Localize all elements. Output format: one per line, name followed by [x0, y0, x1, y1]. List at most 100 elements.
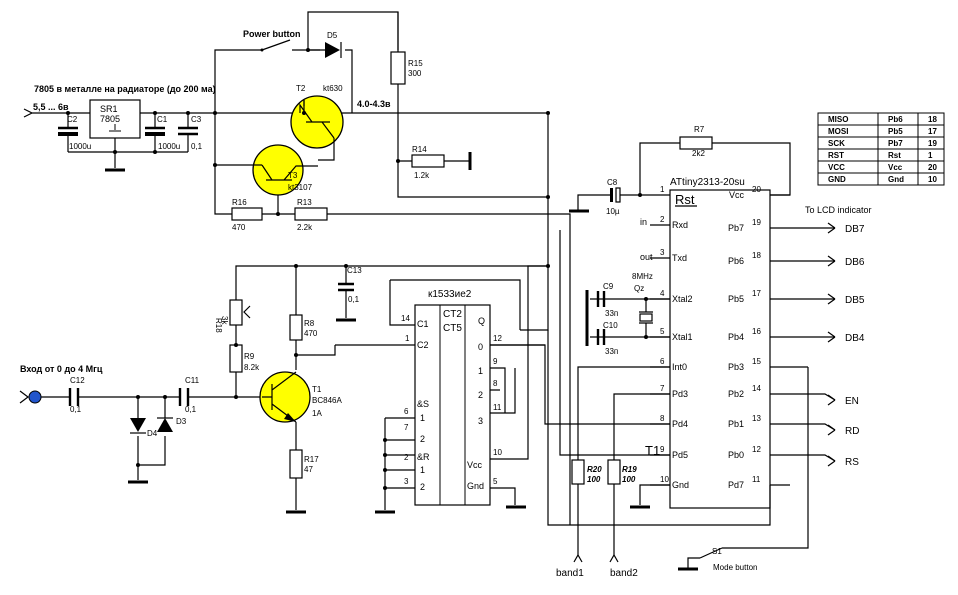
t1-part: BC846A	[312, 396, 342, 405]
c1-label: C1	[157, 115, 168, 124]
t3-part: kt3107	[288, 183, 313, 192]
lcd-net-label: DB7	[845, 224, 865, 235]
counter-pin10: 10	[493, 448, 502, 457]
mcu-pin-label: Vcc	[729, 190, 745, 200]
r17-value: 47	[304, 465, 313, 474]
counter-vcc: Vcc	[467, 460, 483, 470]
c9-c10-plates	[596, 291, 606, 345]
counter-o2: 2	[478, 390, 483, 400]
band2-label: band2	[610, 568, 638, 579]
mcu-pin-label: Pb5	[728, 294, 744, 304]
t1-leads	[262, 371, 297, 423]
supply-input-wire	[23, 108, 90, 118]
mcu-pin-number: 17	[752, 289, 761, 298]
pin-table-cell-box	[817, 136, 879, 150]
mcu-pin-number: 15	[752, 357, 761, 366]
band1-label: band1	[556, 568, 584, 579]
counter-o3: 3	[478, 416, 483, 426]
lcd-net-arrow	[827, 394, 836, 406]
counter-pin14: 14	[401, 314, 410, 323]
pin-table-cell: RST	[828, 151, 844, 160]
c11-value: 0,1	[185, 405, 197, 414]
c11-label: C11	[185, 376, 200, 385]
pd4-wire	[490, 344, 670, 425]
c3-plates	[178, 126, 198, 136]
mcu-pin-label: Pd3	[672, 389, 688, 399]
counter-c1: C1	[417, 319, 429, 329]
input-wire	[19, 390, 262, 404]
quartz-qz: Qz	[634, 284, 644, 293]
counter-in-1a: 1	[420, 413, 425, 423]
lcd-net-label: RD	[845, 426, 859, 437]
power-switch-left-wire	[214, 49, 262, 113]
r18-value: 3k	[220, 316, 229, 325]
c13-label: C13	[347, 266, 362, 275]
power-button-label: Power button	[243, 29, 301, 39]
t1-arrow	[284, 413, 296, 422]
counter-c2: C2	[417, 340, 429, 350]
r7-label: R7	[694, 125, 705, 134]
mcu-pin-number: 8	[660, 414, 665, 423]
pin-table-cell: 10	[928, 175, 937, 184]
counter-ct5: CT5	[443, 323, 462, 334]
u7805-label: 7805	[100, 114, 120, 124]
pin-table-cell: 20	[928, 163, 937, 172]
mcu-pin-number: 3	[660, 248, 665, 257]
mcu-pin-label: Pd7	[728, 480, 744, 490]
r16-value: 470	[232, 223, 246, 232]
mcu-pin-number: 19	[752, 218, 761, 227]
t3-leads	[261, 164, 318, 181]
counter-q: Q	[478, 316, 485, 326]
sr1-label: SR1	[100, 104, 118, 114]
c12-c11-plates	[68, 388, 190, 406]
lcd-net-arrow	[827, 455, 836, 467]
mcu-pin-label: Pb4	[728, 332, 744, 342]
mcu-pin-number: 9	[660, 445, 665, 454]
pin-table-cell: MOSI	[828, 127, 848, 136]
r17-body	[289, 449, 303, 479]
counter-c1-wire	[390, 279, 521, 330]
t3-emitter-wire	[214, 113, 262, 166]
c9-value: 33п	[605, 309, 618, 318]
mcu-pin-number: 4	[660, 289, 665, 298]
mode-button-label: Mode button	[713, 563, 757, 572]
t2-leads	[299, 103, 335, 139]
r7-body	[679, 136, 713, 150]
r13-value: 2.2k	[297, 223, 313, 232]
pd5-wire	[559, 230, 670, 456]
pin-table-cell-box	[917, 172, 945, 186]
r19-body	[607, 459, 621, 485]
counter-pin6: 6	[404, 407, 409, 416]
r9-value: 8.2k	[244, 363, 260, 372]
s1-gnd-wire	[687, 557, 700, 568]
mcu-pin-label: Pb3	[728, 362, 744, 372]
mcu-pin-number: 16	[752, 327, 761, 336]
counter-in-2a: 2	[420, 434, 425, 444]
t3-label: T3	[288, 171, 298, 180]
lcd-net-arrow	[827, 331, 836, 343]
t1-label: T1	[312, 385, 322, 394]
lcd-net-label: DB6	[845, 257, 865, 268]
mcu-pin-label: Pb0	[728, 450, 744, 460]
mcu-pin-label: Xtal2	[672, 294, 693, 304]
c2-plate-b	[58, 132, 78, 136]
counter-pin2: 2	[404, 453, 409, 462]
counter-o0: 0	[478, 342, 483, 352]
r7-value: 2k2	[692, 149, 705, 158]
pin-table-cell: Pb5	[888, 127, 903, 136]
pin-table-cell: 18	[928, 115, 937, 124]
r19-label: R19	[622, 465, 637, 474]
c3-label: C3	[191, 115, 202, 124]
r19-value: 100	[622, 475, 636, 484]
counter-pin8: 8	[493, 379, 498, 388]
c1-plate-b	[145, 132, 165, 136]
t2-wires	[303, 100, 335, 161]
pd7-wire	[547, 330, 771, 526]
mcu-pin-label: Xtal1	[672, 332, 693, 342]
lcd-net-label: EN	[845, 396, 859, 407]
r14-value: 1.2k	[414, 171, 430, 180]
quartz-freq: 8MHz	[632, 272, 653, 281]
lcd-net-arrow	[827, 293, 836, 305]
pin-table-cell: 17	[928, 127, 937, 136]
supply-input-label: 5,5 ... 6в	[33, 102, 69, 112]
